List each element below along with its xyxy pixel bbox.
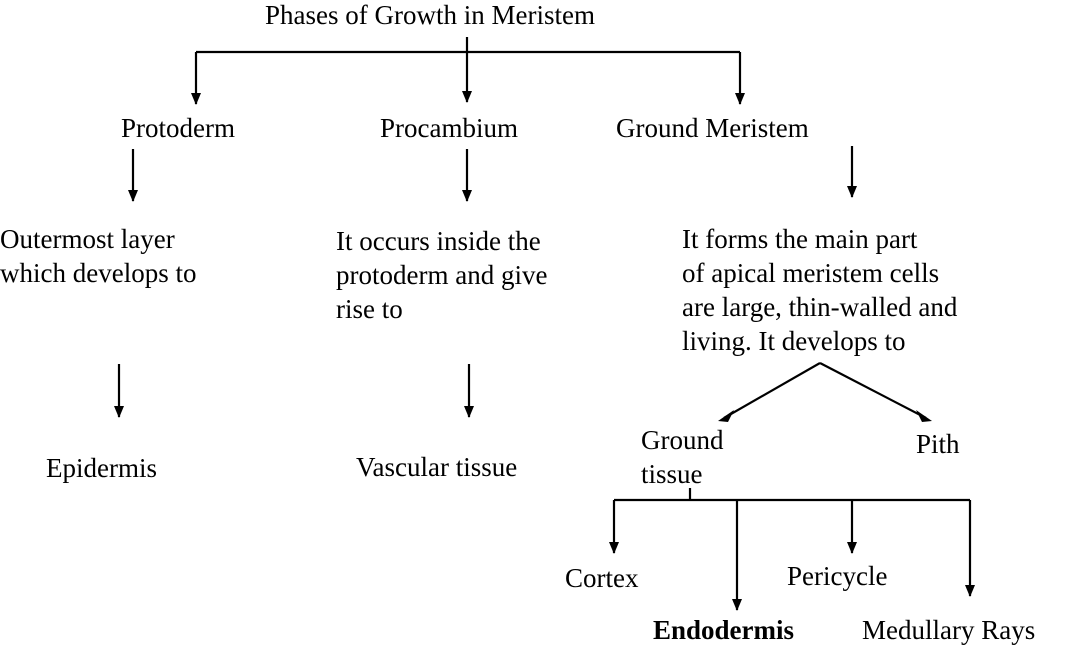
pericycle-label: Pericycle [787, 561, 888, 591]
pith-arrowhead [916, 410, 932, 422]
endodermis-label: Endodermis [653, 615, 795, 645]
diagram-title: Phases of Growth in Meristem [265, 0, 595, 30]
ground-tissue-label-line: Ground [641, 425, 724, 455]
procambium-description-line: rise to [336, 294, 403, 324]
pith-label: Pith [916, 429, 960, 459]
ground-tissue-label: Ground tissue [641, 423, 724, 491]
ground-meristem-label: Ground Meristem [616, 113, 809, 143]
arrow-to-pith [819, 362, 927, 419]
cortex-label: Cortex [565, 563, 639, 593]
ground-meristem-description-line: living. It develops to [682, 326, 906, 356]
protoderm-description: Outermost layer which develops to [0, 222, 196, 290]
procambium-description-line: protoderm and give [336, 260, 548, 290]
procambium-label: Procambium [380, 113, 518, 143]
procambium-description: It occurs inside the protoderm and give … [336, 224, 547, 326]
arrow-to-ground-tissue [723, 362, 821, 419]
ground-tissue-arrowhead [718, 410, 734, 422]
ground-meristem-description-line: are large, thin-walled and [682, 292, 958, 322]
protoderm-label: Protoderm [121, 113, 235, 143]
protoderm-description-line: Outermost layer [0, 224, 175, 254]
protoderm-description-line: which develops to [0, 258, 197, 288]
ground-meristem-description: It forms the main part of apical meriste… [682, 222, 957, 358]
vascular-tissue-label: Vascular tissue [356, 452, 518, 482]
medullary-rays-label: Medullary Rays [862, 615, 1036, 645]
epidermis-label: Epidermis [46, 453, 157, 483]
ground-meristem-description-line: of apical meristem cells [682, 258, 940, 288]
ground-meristem-description-line: It forms the main part [682, 224, 918, 254]
procambium-description-line: It occurs inside the [336, 226, 541, 256]
ground-tissue-label-line: tissue [641, 459, 703, 489]
